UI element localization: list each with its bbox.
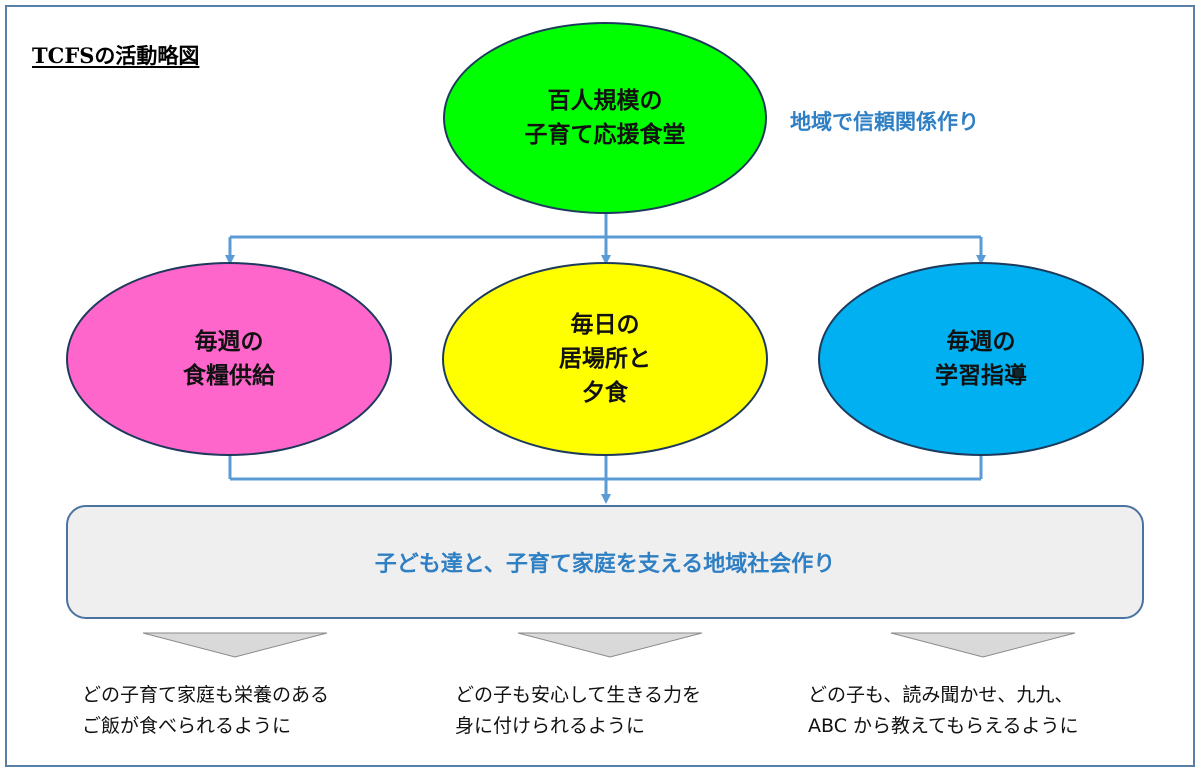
side-note: 地域で信頼関係作り xyxy=(790,110,979,134)
activity-food-supply: 毎週の 食糧供給 xyxy=(66,262,392,456)
diagram-frame xyxy=(5,5,1195,767)
outcome-text: どの子育て家庭も栄養のある ご飯が食べられるように xyxy=(82,684,330,737)
activity-daily-place: 毎日の 居場所と 夕食 xyxy=(442,262,768,456)
activity-label: 毎週の 食糧供給 xyxy=(183,329,275,389)
goal-text: 子ども達と、子育て家庭を支える地域社会作り xyxy=(374,552,836,577)
chevron-down-icon xyxy=(142,632,328,658)
goal-banner: 子ども達と、子育て家庭を支える地域社会作り xyxy=(66,505,1144,619)
activity-label: 毎日の 居場所と 夕食 xyxy=(559,312,651,406)
diagram-title: TCFSの活動略図 xyxy=(32,43,200,68)
outcome-text: どの子も安心して生きる力を 身に付けられるように xyxy=(455,684,702,737)
chevron-down-icon xyxy=(517,632,703,658)
top-node-label: 百人規模の 子育て応援食堂 xyxy=(524,88,686,148)
activity-study: 毎週の 学習指導 xyxy=(818,262,1144,456)
chevron-down-icon xyxy=(890,632,1076,658)
outcome-text: どの子も、読み聞かせ、九九、 ABC から教えてもらえるように xyxy=(808,684,1079,737)
activity-label: 毎週の 学習指導 xyxy=(935,329,1027,389)
top-node-ellipse: 百人規模の 子育て応援食堂 xyxy=(443,22,767,214)
